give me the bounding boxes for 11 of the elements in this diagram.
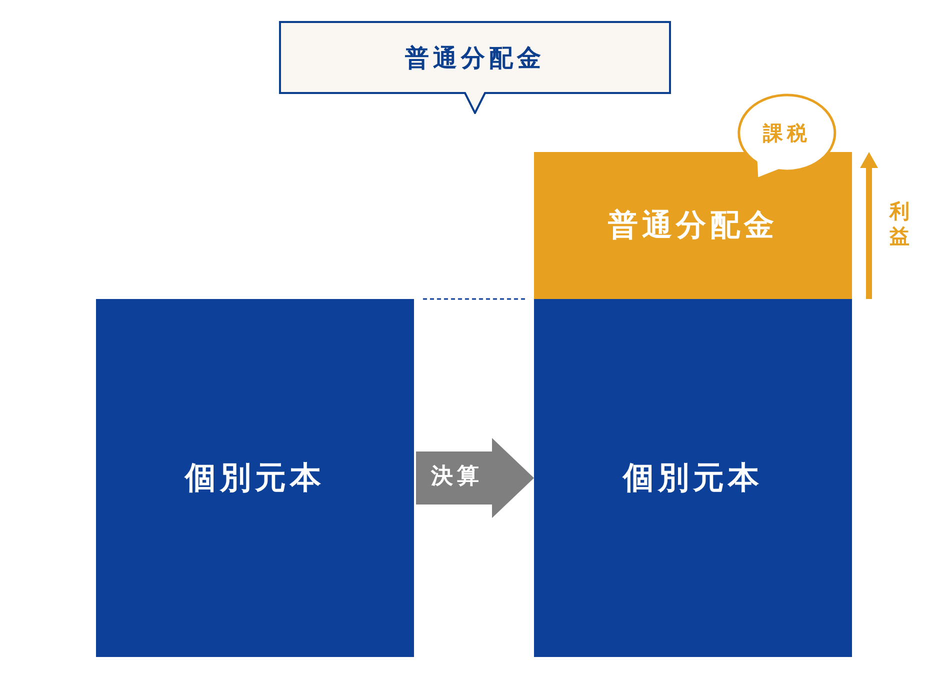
edge-label: 決算 <box>431 464 483 490</box>
block-label: 普通分配金 <box>607 208 779 244</box>
principal-block <box>96 299 414 657</box>
block-label: 個別元本 <box>183 460 326 496</box>
bubble-text: 課税 <box>762 120 812 146</box>
principal-block <box>534 299 852 657</box>
callout-box <box>279 21 671 114</box>
callout-text: 普通分配金 <box>404 42 546 72</box>
measure-label: 利益 <box>889 199 910 249</box>
distribution-block <box>534 152 852 299</box>
block-label: 個別元本 <box>621 460 764 496</box>
